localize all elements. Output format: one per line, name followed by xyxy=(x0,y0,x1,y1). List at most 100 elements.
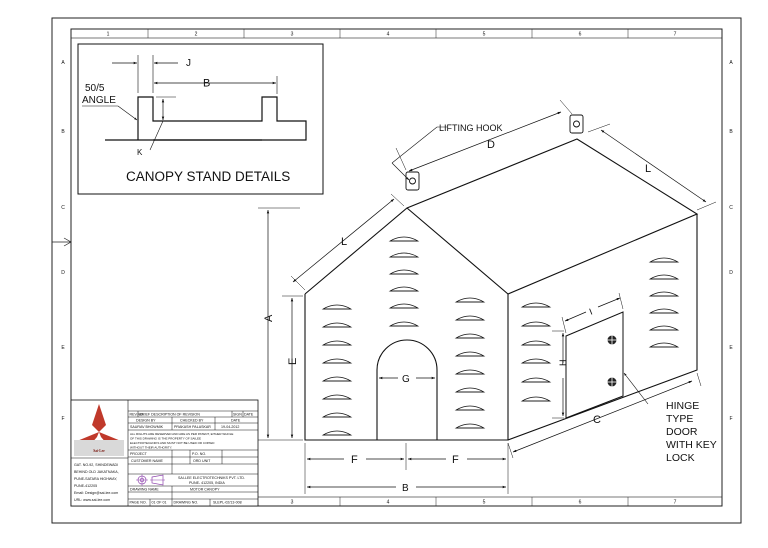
address-line: PUNE-412205 xyxy=(74,484,97,488)
dim-l-left-label: L xyxy=(341,236,347,248)
col-number: 2 xyxy=(195,32,198,38)
row-letter: C xyxy=(729,205,733,211)
centering-arrow xyxy=(63,237,72,247)
row-letter: D xyxy=(61,270,65,276)
col-number: 6 xyxy=(579,32,582,38)
row-letter: E xyxy=(729,345,733,351)
rev-header: SIGN xyxy=(233,413,242,417)
col-number: 3 xyxy=(291,500,294,506)
title-block-grid xyxy=(128,410,258,506)
dim-l-top-label: L xyxy=(645,163,651,175)
customer-name: CUSTOMER NAME xyxy=(131,459,163,463)
row-letter: B xyxy=(729,129,733,135)
rev-header: BRIEF DESCRIPTION OF REVISION xyxy=(140,413,201,417)
design-header: DATE xyxy=(231,419,241,423)
front-wall xyxy=(304,294,509,441)
col-number: 3 xyxy=(291,32,294,38)
outer-border xyxy=(51,17,742,524)
dim-e-label: E xyxy=(287,358,299,365)
canopy-roof xyxy=(304,138,699,295)
project-label: PROJECT xyxy=(130,452,148,456)
key-lock-icon xyxy=(606,334,618,346)
hinge-note-line: HINGE xyxy=(666,400,699,412)
col-number: 5 xyxy=(483,32,486,38)
key-lock-icon xyxy=(606,376,618,388)
motor-canopy-view: LIFTING HOOK D L L A E G xyxy=(258,99,717,494)
dim-k-label: K xyxy=(137,148,143,157)
address-line: GAT. NO-92, SHINDEWADI xyxy=(74,463,118,467)
rev-header: DATE xyxy=(244,413,254,417)
row-letters: A B C D E F A B C D E F xyxy=(61,60,733,422)
company-city: PUNE- 412205, INDIA xyxy=(189,481,225,485)
hinge-note-line: WITH KEY xyxy=(666,439,717,451)
col-number: 7 xyxy=(674,32,677,38)
drawing-name: MOTOR CANOPY xyxy=(190,488,220,492)
lifting-hook-icon xyxy=(569,114,584,134)
row-letter: D xyxy=(729,270,733,276)
dim-b-main-label: B xyxy=(402,483,409,494)
col-number: 1 xyxy=(107,32,110,38)
title-block: Sai-Lee GAT. NO-92, SHINDEWADI BEHIND OL… xyxy=(70,399,259,507)
row-letter: F xyxy=(729,416,732,422)
detail-title: CANOPY STAND DETAILS xyxy=(126,169,290,184)
notice-line: ALL RIGHTS ARE RESERVED AND ARE AS PER P… xyxy=(130,432,233,436)
detail-frame xyxy=(77,43,324,195)
sai-lee-logo: Sai-Lee xyxy=(74,404,124,456)
company-name: SAI-LEE ELECTROTECHNIKS PVT. LTD. xyxy=(178,476,245,480)
row-letter: B xyxy=(61,129,65,135)
angle-label-size: 50/5 xyxy=(85,83,105,94)
row-letter: C xyxy=(61,205,65,211)
page-label: PAGE NO. xyxy=(130,501,147,505)
dim-f-right-label: F xyxy=(452,454,459,466)
notice-line: OF THIS DRAWING IS THE PROPERTY OF SAILE… xyxy=(130,437,201,441)
address-line: BEHIND OLD JAKATNAKA, xyxy=(74,470,119,474)
dim-h-label: H xyxy=(558,360,568,367)
dim-f-left-label: F xyxy=(351,454,358,466)
canopy-stand-detail: J B 50/5 ANGLE K CANOPY STAND DETAILS xyxy=(77,43,324,195)
design-header: CHECKED BY xyxy=(180,419,204,423)
hinge-note-line: TYPE xyxy=(666,413,693,425)
drawing-no-label: DRAWING NO. xyxy=(174,501,199,505)
dim-d-label: D xyxy=(487,139,495,151)
address-line: PUNE-SATARA HIGHWAY, xyxy=(74,477,117,481)
front-opening xyxy=(376,339,438,440)
dim-b-detail-label: B xyxy=(203,78,210,90)
top-zone-strip xyxy=(70,28,723,39)
design-value: SAURAV BHOWMIK xyxy=(130,425,164,429)
dim-i-label: I xyxy=(588,306,594,316)
col-number: 6 xyxy=(579,500,582,506)
angle-label: ANGLE xyxy=(82,95,116,106)
row-letter: A xyxy=(61,60,65,66)
hinge-note-line: LOCK xyxy=(666,452,695,464)
dim-c-label: C xyxy=(593,414,601,426)
lifting-hook-icon xyxy=(405,171,420,191)
rev-header: REV.NO. xyxy=(130,413,144,417)
louver-vents xyxy=(322,236,679,436)
design-header: DESIGN BY xyxy=(136,419,156,423)
row-letter: A xyxy=(729,60,733,66)
projection-symbol-icon xyxy=(136,474,165,486)
design-value: PRAKASH PALASKAR xyxy=(174,425,211,429)
dim-g-label: G xyxy=(402,374,410,385)
lifting-hook-label: LIFTING HOOK xyxy=(439,123,503,133)
po-label: P.O. NO. xyxy=(192,452,206,456)
col-number: 4 xyxy=(387,500,390,506)
address-line: URL: www.sai-lee.com xyxy=(74,498,110,502)
drawing-no: SLEPL-02/13-008 xyxy=(213,501,242,505)
notice-line: ELECTROTECHNIKS AND MUST NOT BE USED OR … xyxy=(130,441,215,445)
hinge-door[interactable] xyxy=(565,311,624,419)
logo-text: Sai-Lee xyxy=(93,449,105,453)
page-value: 01 OF 01 xyxy=(152,501,167,505)
col-number: 7 xyxy=(674,500,677,506)
hinge-note: HINGE TYPE DOOR WITH KEY LOCK xyxy=(666,400,717,464)
col-number: 5 xyxy=(483,500,486,506)
dim-j-label: J xyxy=(186,58,191,69)
hinge-note-line: DOOR xyxy=(666,426,698,438)
col-number: 4 xyxy=(387,32,390,38)
row-letter: E xyxy=(61,345,65,351)
row-letter: F xyxy=(61,416,64,422)
notice-line: WITHOUT THEIR AUTHORITY. xyxy=(130,446,172,450)
dim-a-label: A xyxy=(263,314,275,322)
design-value: 19-04-2012 xyxy=(221,425,239,429)
